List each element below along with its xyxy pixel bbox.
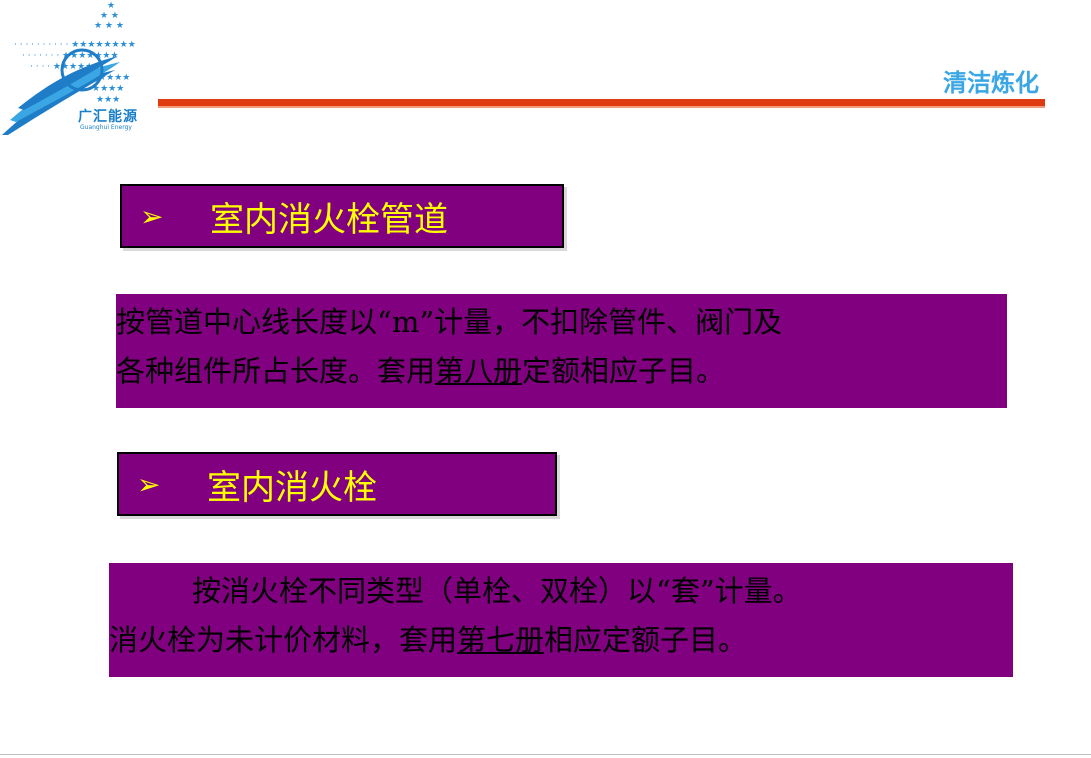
- svg-text:· · · · ★★★★★★: · · · · ★★★★★★: [30, 62, 101, 72]
- paragraph-text: 各种组件所占长度。套用: [116, 354, 436, 388]
- paragraph-text: 按消火栓不同类型（单栓、双栓）以“套”计量。: [192, 574, 802, 608]
- paragraph-text: 相应定额子目。: [544, 623, 748, 657]
- logo-cn-text: 广汇能源: [78, 109, 138, 125]
- arrow-bullet-icon: ➢: [137, 467, 161, 501]
- svg-text:★ ★ ★: ★ ★ ★: [94, 21, 124, 31]
- arrow-bullet-icon: ➢: [140, 199, 164, 233]
- logo-star-swoosh-icon: ★ ★ ★ ★ ★ ★ · · · · · · · · · · ★★★★★★★★…: [2, 1, 136, 135]
- svg-text:★★★: ★★★: [96, 95, 120, 105]
- logo-en-text: Guanghui Energy: [80, 124, 132, 131]
- svg-text:★★★★: ★★★★: [92, 84, 124, 94]
- svg-text:★ ★: ★ ★: [100, 11, 119, 21]
- header-divider: [158, 99, 1045, 108]
- svg-text:· · · · · · · · · · ★★★★★★★★: · · · · · · · · · · ★★★★★★★★: [14, 40, 136, 50]
- svg-text:★: ★: [107, 1, 115, 11]
- section-heading-text: 室内消火栓: [207, 467, 377, 508]
- section-heading-pipe: ➢ 室内消火栓管道: [120, 184, 564, 248]
- company-logo: ★ ★ ★ ★ ★ ★ · · · · · · · · · · ★★★★★★★★…: [0, 0, 175, 140]
- paragraph-line: 消火栓为未计价材料，套用第七册相应定额子目。: [109, 616, 1013, 665]
- footer-divider: [0, 754, 1091, 755]
- paragraph-text: 消火栓为未计价材料，套用: [109, 623, 458, 657]
- svg-text:· · · · · · · ★★★★★★★: · · · · · · · ★★★★★★★: [22, 51, 119, 61]
- section-heading-hydrant: ➢ 室内消火栓: [117, 452, 557, 516]
- section-paragraph-pipe: 按管道中心线长度以“m”计量，不扣除管件、阀门及 各种组件所占长度。套用第八册定…: [116, 294, 1007, 408]
- paragraph-text: 按管道中心线长度以“m”计量，不扣除管件、阀门及: [116, 305, 783, 339]
- paragraph-line: 按消火栓不同类型（单栓、双栓）以“套”计量。: [109, 567, 1013, 616]
- section-paragraph-hydrant: 按消火栓不同类型（单栓、双栓）以“套”计量。 消火栓为未计价材料，套用第七册相应…: [109, 563, 1013, 677]
- volume-reference-link[interactable]: 第七册: [457, 623, 545, 657]
- paragraph-line: 按管道中心线长度以“m”计量，不扣除管件、阀门及: [116, 298, 1007, 347]
- brand-tagline: 清洁炼化: [943, 69, 1039, 97]
- svg-text:★★★★★: ★★★★★: [90, 73, 130, 83]
- section-heading-text: 室内消火栓管道: [210, 199, 448, 240]
- paragraph-text: 定额相应子目。: [522, 354, 726, 388]
- volume-reference-link[interactable]: 第八册: [435, 354, 523, 388]
- paragraph-line: 各种组件所占长度。套用第八册定额相应子目。: [116, 347, 1007, 396]
